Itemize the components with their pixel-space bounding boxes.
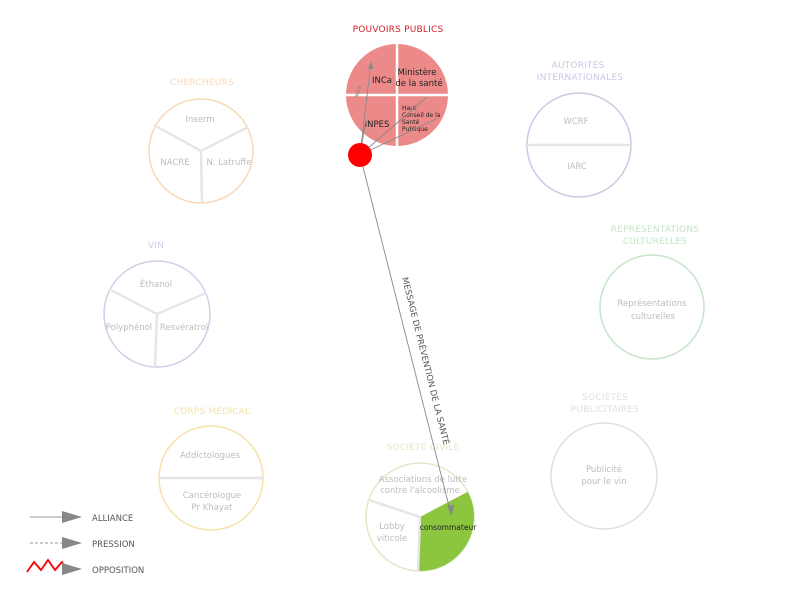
sector-ministere-line1[interactable]: Ministère xyxy=(398,67,437,78)
autorites-title-line2: INTERNATIONALES xyxy=(537,73,624,83)
societe-civile-group: SOCIÉTÉ CIVILE Associations de lutte con… xyxy=(365,441,477,572)
chercheurs-divider-3 xyxy=(199,150,204,204)
sector-wcrf[interactable]: WCRF xyxy=(563,117,588,127)
societes-pub-circle[interactable] xyxy=(550,422,658,530)
societes-publicitaires-group: SOCIÉTÉS PUBLICITAIRES Publicité pour le… xyxy=(550,391,658,530)
chercheurs-divider-1 xyxy=(153,123,202,153)
vin-divider-1 xyxy=(108,287,158,316)
sector-inserm[interactable]: Inserm xyxy=(185,115,214,125)
legend: ALLIANCE PRESSION OPPOSITION xyxy=(26,511,144,576)
sector-inca[interactable]: INCa xyxy=(372,76,392,86)
representations-title-line1: REPRÉSENTATIONS xyxy=(611,223,699,235)
legend-opposition-label: OPPOSITION xyxy=(92,566,144,576)
societe-divider-2 xyxy=(416,516,422,572)
legend-alliance: ALLIANCE xyxy=(30,511,133,524)
pouvoirs-small-mark: INCa xyxy=(354,86,363,99)
societes-pub-content-line2: pour le vin xyxy=(581,477,626,487)
sector-haut-conseil-line4[interactable]: Publique xyxy=(402,126,428,133)
autorites-group: AUTORITÉS INTERNATIONALES WCRF IARC xyxy=(526,59,632,198)
vin-group: VIN Éthanol Polyphénol Resvératrol xyxy=(103,241,211,368)
sector-polyphenol[interactable]: Polyphénol xyxy=(106,322,152,333)
representations-group: REPRÉSENTATIONS CULTURELLES Représentati… xyxy=(599,223,705,360)
vin-title: VIN xyxy=(148,241,164,251)
legend-alliance-label: ALLIANCE xyxy=(92,514,133,524)
sector-consommateur[interactable]: consommateur xyxy=(420,523,477,532)
link-node-ministere xyxy=(359,96,428,156)
legend-pression-label: PRESSION xyxy=(92,540,135,550)
sector-haut-conseil-line1[interactable]: Haut xyxy=(402,105,417,112)
sector-inpes[interactable]: INPES xyxy=(365,120,390,130)
vin-divider-3 xyxy=(153,313,159,368)
sector-addictologues[interactable]: Addictologues xyxy=(180,451,241,461)
sector-consommateur-fill[interactable] xyxy=(418,491,475,572)
pouvoirs-publics-group: POUVOIRS PUBLICS INCa Ministère de la sa… xyxy=(346,25,448,146)
sector-latruffe[interactable]: N. Latruffe xyxy=(206,158,251,168)
message-prevention-label: MESSAGE DE PRÉVENTION DE LA SANTÉ xyxy=(399,276,452,446)
representations-content-line2: culturelles xyxy=(631,312,676,322)
societes-pub-title-line2: PUBLICITAIRES xyxy=(571,405,640,415)
representations-circle[interactable] xyxy=(599,254,705,360)
vin-circle[interactable] xyxy=(103,260,211,368)
link-node-inca xyxy=(359,61,372,156)
sector-cancerologue-line1[interactable]: Cancérologue xyxy=(183,490,242,501)
arrow-head-inca xyxy=(368,62,374,69)
legend-opposition: OPPOSITION xyxy=(26,558,144,576)
corps-medical-title: CORPS MÉDICAL xyxy=(174,405,251,417)
societes-pub-content-line1: Publicité xyxy=(586,464,622,475)
arrow-head-consommateur xyxy=(447,505,455,516)
legend-pression: PRESSION xyxy=(30,537,135,550)
sector-associations-line2[interactable]: contre l'alcoolisme xyxy=(380,486,460,496)
chercheurs-divider-2 xyxy=(200,125,249,153)
corps-medical-group: CORPS MÉDICAL Addictologues Cancérologue… xyxy=(158,405,264,531)
vin-divider-2 xyxy=(156,291,207,316)
societes-pub-title-line1: SOCIÉTÉS xyxy=(582,391,628,403)
societe-civile-title: SOCIÉTÉ CIVILE xyxy=(387,441,460,453)
representations-content-line1: Représentations xyxy=(618,298,688,309)
sector-haut-conseil-line2[interactable]: Conseil de la xyxy=(402,112,441,119)
pouvoirs-node[interactable] xyxy=(348,143,372,167)
sector-ethanol[interactable]: Éthanol xyxy=(140,278,172,290)
sector-haut-conseil-line3[interactable]: Santé xyxy=(402,119,420,126)
link-message-prevention xyxy=(362,166,452,515)
societe-divider-1 xyxy=(368,498,421,519)
autorites-title-line1: AUTORITÉS xyxy=(552,59,605,71)
sector-resveratrol[interactable]: Resvératrol xyxy=(160,322,208,333)
sector-nacre[interactable]: NACRE xyxy=(160,158,189,168)
sector-iarc[interactable]: IARC xyxy=(567,162,587,172)
sector-cancerologue-line2[interactable]: Pr Khayat xyxy=(192,503,234,513)
representations-title-line2: CULTURELLES xyxy=(623,237,687,247)
sector-lobby-line1[interactable]: Lobby xyxy=(379,522,405,532)
sector-lobby-line2[interactable]: viticole xyxy=(377,534,408,544)
sector-ministere-line2[interactable]: de la santé xyxy=(395,78,442,89)
pouvoirs-publics-title: POUVOIRS PUBLICS xyxy=(353,25,444,35)
chercheurs-title: CHERCHEURS xyxy=(170,78,234,88)
opposition-zigzag-icon xyxy=(26,558,67,573)
chercheurs-group: CHERCHEURS Inserm NACRE N. Latruffe xyxy=(148,78,254,204)
sector-associations-line1[interactable]: Associations de lutte xyxy=(379,475,468,485)
link-node-haut-conseil xyxy=(359,118,437,156)
